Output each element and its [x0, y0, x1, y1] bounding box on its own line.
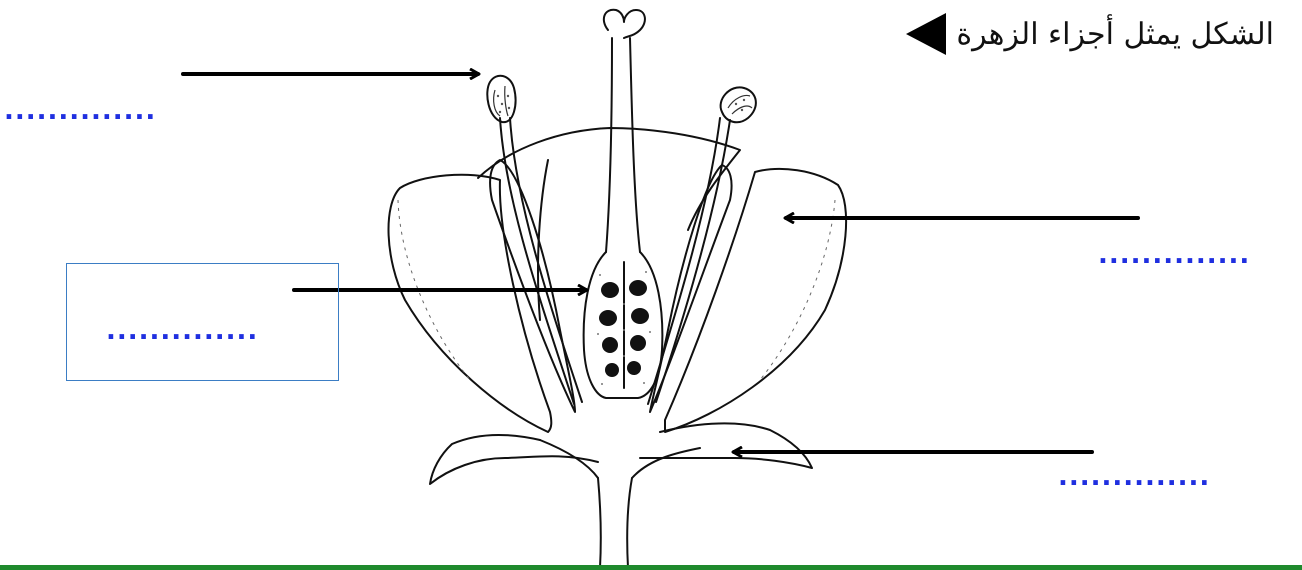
stigma [604, 10, 645, 38]
left-anther [487, 76, 515, 122]
outer-left-petal [389, 175, 552, 432]
left-sepal [430, 435, 598, 484]
bottom-rule [0, 565, 1302, 570]
blank-ovary[interactable]: .............. [106, 318, 258, 344]
stem [598, 478, 632, 568]
blank-anther[interactable]: .............. [4, 98, 156, 124]
right-anther [721, 87, 756, 122]
left-filament [500, 118, 582, 404]
blank-petal[interactable]: .............. [1098, 242, 1302, 268]
inner-left-petal [490, 160, 575, 412]
blank-sepal[interactable]: .............. [1058, 464, 1210, 490]
style [606, 38, 640, 252]
